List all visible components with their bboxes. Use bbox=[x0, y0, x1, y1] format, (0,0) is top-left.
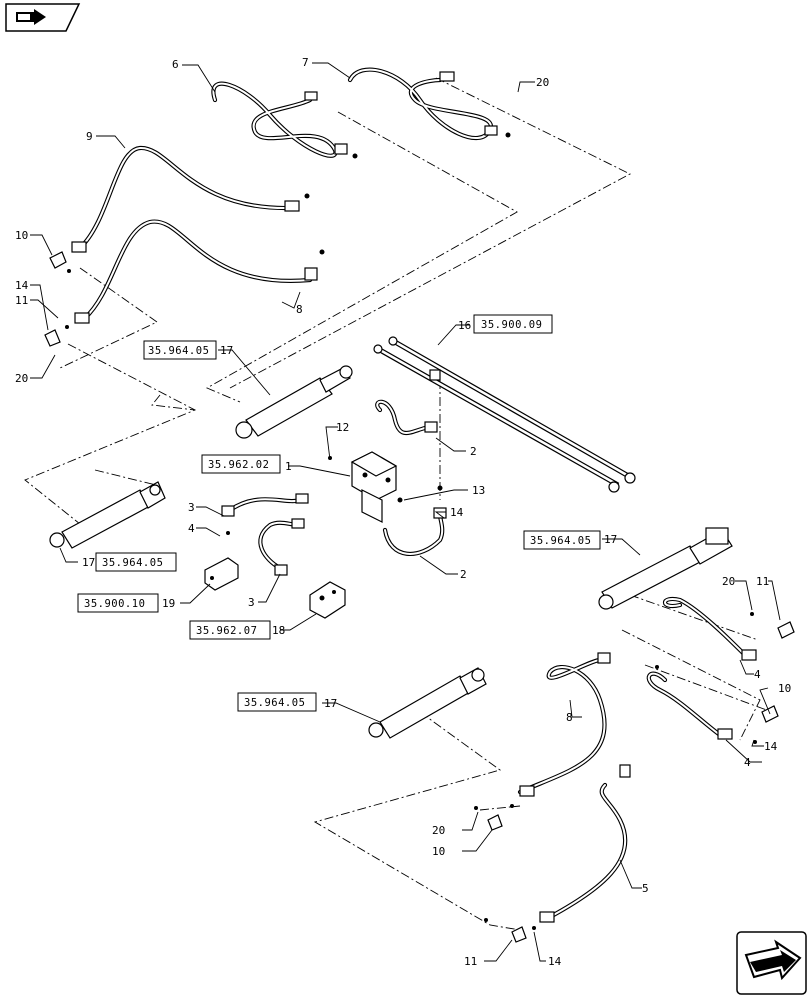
hose-4-upper bbox=[662, 596, 757, 661]
callout-14: 14 bbox=[15, 279, 29, 292]
cylinder-17-top bbox=[235, 365, 353, 439]
callout-17: 17 bbox=[324, 697, 337, 710]
svg-text:35.900.10: 35.900.10 bbox=[84, 598, 145, 610]
hose-9 bbox=[71, 145, 310, 253]
callout-19: 19 bbox=[162, 597, 175, 610]
next-page-arrow-icon[interactable] bbox=[736, 931, 807, 995]
ref-box-35-900-10[interactable]: 35.900.10 bbox=[77, 593, 159, 613]
callout-10: 10 bbox=[778, 682, 791, 695]
callout-8: 8 bbox=[566, 711, 573, 724]
callout-14: 14 bbox=[764, 740, 778, 753]
callout-10: 10 bbox=[432, 845, 445, 858]
fittings bbox=[44, 251, 795, 943]
ref-box-35-962-07[interactable]: 35.962.07 bbox=[189, 620, 271, 640]
hose-6 bbox=[211, 81, 358, 159]
ref-box-35-900-09[interactable]: 35.900.09 bbox=[473, 314, 553, 334]
callout-11: 11 bbox=[756, 575, 769, 588]
callout-numbers: 6 7 20 9 10 14 11 20 8 16 17 12 1 2 13 1… bbox=[15, 56, 791, 968]
routing-lines bbox=[24, 77, 773, 931]
hose-4-lower bbox=[646, 671, 733, 740]
callout-3: 3 bbox=[188, 501, 195, 514]
callout-20: 20 bbox=[15, 372, 28, 385]
hose-8-lower bbox=[517, 652, 611, 797]
ref-box-35-964-05[interactable]: 35.964.05 bbox=[523, 530, 601, 550]
svg-text:35.964.05: 35.964.05 bbox=[102, 557, 163, 569]
callout-2: 2 bbox=[460, 568, 467, 581]
callout-20: 20 bbox=[432, 824, 445, 837]
callout-6: 6 bbox=[172, 58, 179, 71]
valve-block-1 bbox=[350, 451, 398, 523]
hose-2a bbox=[375, 399, 438, 436]
callout-20: 20 bbox=[722, 575, 735, 588]
callout-11: 11 bbox=[15, 294, 28, 307]
callout-16: 16 bbox=[458, 319, 471, 332]
svg-text:35.964.05: 35.964.05 bbox=[530, 535, 591, 547]
callout-13: 13 bbox=[472, 484, 485, 497]
callout-20: 20 bbox=[536, 76, 549, 89]
book-arrow-icon[interactable] bbox=[5, 3, 81, 32]
ref-box-35-964-05[interactable]: 35.964.05 bbox=[237, 692, 317, 712]
reference-boxes: 35.900.09 35.964.05 35.962.02 35.964.05 … bbox=[77, 314, 601, 712]
hose-3b bbox=[258, 518, 305, 576]
svg-text:35.964.05: 35.964.05 bbox=[244, 697, 305, 709]
hose-3a bbox=[221, 493, 309, 517]
cylinder-17-right bbox=[598, 527, 733, 610]
callout-17: 17 bbox=[220, 344, 233, 357]
callout-12: 12 bbox=[336, 421, 349, 434]
callout-4: 4 bbox=[754, 668, 761, 681]
svg-text:35.962.07: 35.962.07 bbox=[196, 625, 257, 637]
valve-18 bbox=[309, 581, 346, 619]
callout-5: 5 bbox=[642, 882, 649, 895]
callout-10: 10 bbox=[15, 229, 28, 242]
hose-5 bbox=[539, 764, 631, 923]
callout-11: 11 bbox=[464, 955, 477, 968]
hose-8-upper bbox=[74, 219, 325, 324]
svg-text:35.964.05: 35.964.05 bbox=[148, 345, 209, 357]
leader-lines bbox=[30, 62, 781, 962]
callout-14: 14 bbox=[450, 506, 464, 519]
cylinder-17-bottom bbox=[368, 667, 487, 739]
tube-assembly-16 bbox=[373, 336, 636, 493]
callout-14: 14 bbox=[548, 955, 562, 968]
hose-2b bbox=[382, 507, 447, 556]
callout-3: 3 bbox=[248, 596, 255, 609]
callout-17: 17 bbox=[604, 533, 617, 546]
callout-17: 17 bbox=[82, 556, 95, 569]
cylinder-17-left bbox=[49, 481, 166, 549]
svg-text:35.962.02: 35.962.02 bbox=[208, 459, 269, 471]
callout-4: 4 bbox=[188, 522, 195, 535]
callout-4: 4 bbox=[744, 756, 751, 769]
callout-2: 2 bbox=[470, 445, 477, 458]
ref-box-35-962-02[interactable]: 35.962.02 bbox=[201, 454, 281, 474]
callout-9: 9 bbox=[86, 130, 93, 143]
callout-1: 1 bbox=[285, 460, 292, 473]
callout-8: 8 bbox=[296, 303, 303, 316]
callout-7: 7 bbox=[302, 56, 309, 69]
ref-box-35-964-05[interactable]: 35.964.05 bbox=[143, 340, 217, 360]
valve-19 bbox=[204, 557, 239, 591]
hose-7 bbox=[347, 67, 511, 141]
ref-box-35-964-05[interactable]: 35.964.05 bbox=[95, 552, 177, 572]
svg-text:35.900.09: 35.900.09 bbox=[481, 319, 542, 331]
callout-18: 18 bbox=[272, 624, 285, 637]
